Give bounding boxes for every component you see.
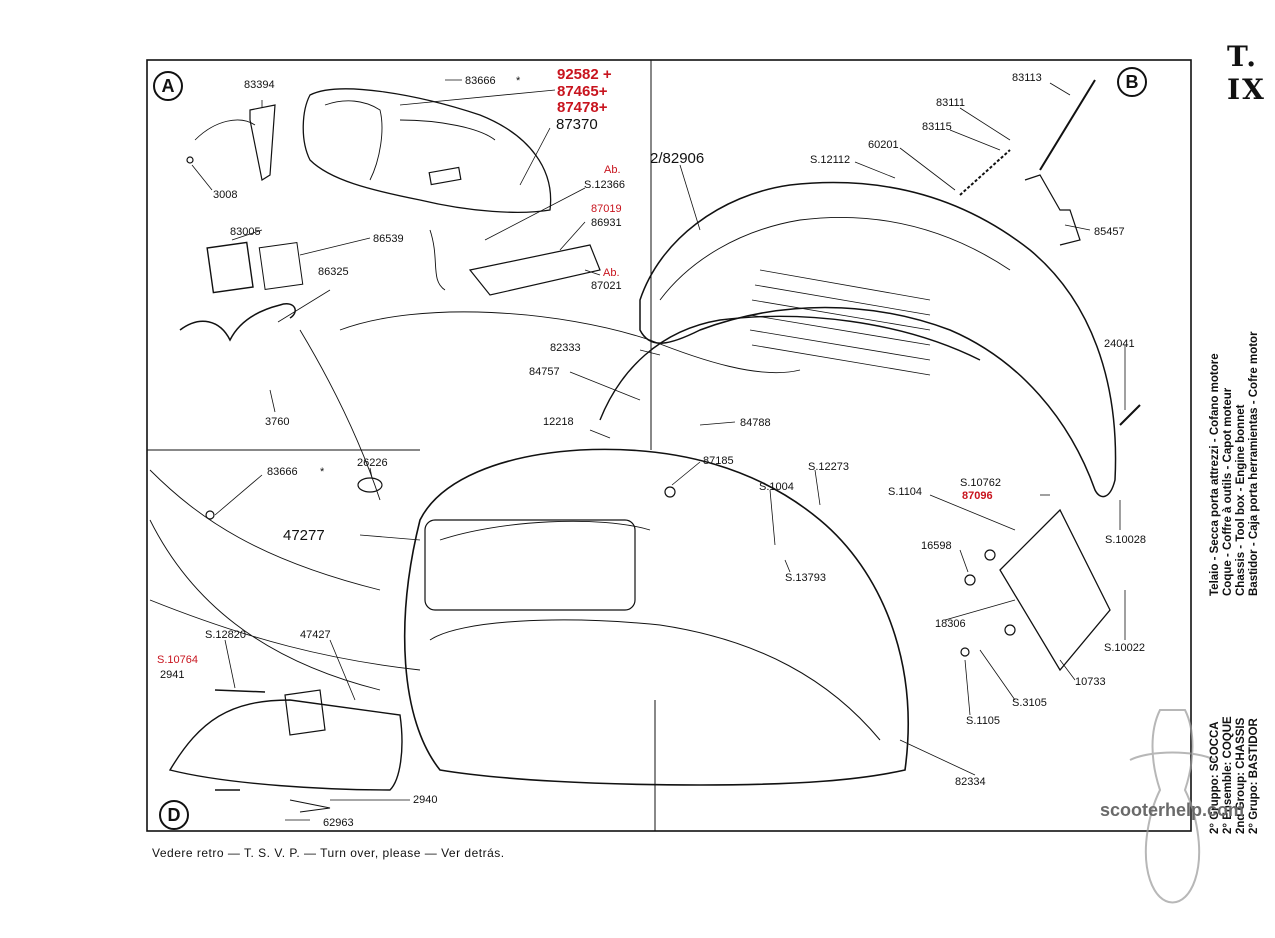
- spring: [959, 149, 1011, 196]
- group-label: 2° Ensemble:: [1222, 761, 1234, 834]
- part-note-star: *: [320, 466, 325, 478]
- section-a-marker: A: [153, 71, 183, 101]
- inner-cover: [468, 244, 601, 296]
- part-label: 83111: [936, 97, 965, 109]
- part-label-red: Ab.: [604, 164, 621, 176]
- description-line: Bastidor - Caja porta herramientas - Cof…: [1248, 331, 1260, 596]
- watermark-scooter-icon: [1129, 709, 1216, 904]
- part-label: S.12112: [810, 154, 851, 166]
- description-line: Coque - Coffre à outils - Capot moteur: [1222, 387, 1234, 596]
- toolbox-body: [403, 448, 909, 786]
- part-label: S.10028: [1105, 534, 1146, 546]
- group-name: SCOCCA: [1209, 721, 1221, 772]
- section-d-marker: D: [159, 800, 189, 830]
- part-label: 3760: [265, 416, 290, 428]
- part-note-star: *: [516, 75, 521, 87]
- part-label: 87021: [591, 280, 622, 292]
- bonnet-rod: [1039, 79, 1096, 171]
- group-name: CHASSIS: [1235, 717, 1247, 769]
- part-label-red: 87096: [962, 490, 993, 502]
- license-plate: [999, 508, 1111, 672]
- part-label-red: 92582 +: [557, 66, 612, 83]
- group-line: 2° Grupo: BASTIDOR: [1248, 716, 1261, 834]
- part-label: 16598: [921, 540, 952, 552]
- part-label: 10733: [1075, 676, 1106, 688]
- group-label: 2° Grupo:: [1248, 781, 1260, 834]
- part-label: 82334: [955, 776, 986, 788]
- part-label: 62963: [323, 817, 354, 829]
- part-label: 47427: [300, 629, 331, 641]
- part-label: S.13793: [785, 572, 826, 584]
- toolbox-opening: [424, 519, 636, 611]
- part-label-red: 87478+: [557, 99, 608, 116]
- part-label: S.1104: [888, 486, 923, 498]
- diagram-frame: [146, 59, 1192, 832]
- part-label: 86931: [591, 217, 622, 229]
- part-label: 83394: [244, 79, 275, 91]
- seal-strip: [599, 315, 981, 421]
- description-line: Chassis - Tool box - Engine bonnet: [1235, 404, 1247, 596]
- part-label: 83115: [922, 121, 952, 133]
- part-label-red: 87465+: [557, 83, 608, 100]
- part-label: S.12366: [584, 179, 625, 191]
- body-outline: [149, 311, 801, 691]
- part-label-red: Ab.: [603, 267, 620, 279]
- part-label: 83666: [267, 466, 298, 478]
- part-label: 82333: [550, 342, 581, 354]
- part-label-red: S.10764: [157, 654, 198, 666]
- group-name: BASTIDOR: [1248, 718, 1260, 779]
- part-label: 83113: [1012, 72, 1042, 84]
- group-name: COQUE: [1222, 716, 1234, 759]
- part-label: 84788: [740, 417, 771, 429]
- plate-number: T. IX: [1227, 40, 1266, 106]
- part-label: 24041: [1104, 338, 1135, 350]
- description-line: Telaio - Secca porta attrezzi - Cofano m…: [1209, 353, 1221, 596]
- part-label: 2941: [160, 669, 185, 681]
- part-label: 2940: [413, 794, 438, 806]
- engine-bonnet: [639, 181, 1117, 498]
- part-label: 2/82906: [650, 150, 705, 167]
- part-label: 26226: [357, 457, 388, 469]
- part-label: S.10022: [1104, 642, 1145, 654]
- part-label: S.12820: [205, 629, 246, 641]
- part-label: 84757: [529, 366, 560, 378]
- toolbox-cover: [302, 88, 552, 213]
- part-label: 3008: [213, 189, 238, 201]
- part-label: S.10762: [960, 477, 1001, 489]
- part-label: 12218: [543, 416, 574, 428]
- vespa-script: [179, 303, 296, 342]
- part-label: S.1004: [759, 481, 794, 493]
- part-label: 86325: [318, 266, 349, 278]
- part-label: 87185: [703, 455, 734, 467]
- part-label: 83005: [230, 226, 261, 238]
- clip: [1024, 174, 1081, 246]
- hinge-bracket: [249, 104, 276, 181]
- part-label: 60201: [868, 139, 899, 151]
- tray: [168, 699, 403, 791]
- part-label: 47277: [283, 527, 325, 544]
- part-label: S.3105: [1012, 697, 1047, 709]
- part-label: 85457: [1094, 226, 1125, 238]
- part-label: 86539: [373, 233, 404, 245]
- part-label: 87370: [556, 116, 598, 133]
- part-label: 83666: [465, 75, 496, 87]
- emblem-plate: [206, 241, 254, 294]
- part-label: S.1105: [966, 715, 1001, 727]
- part-label: 18306: [935, 618, 966, 630]
- section-descriptions: Telaio - Secca porta attrezzi - Cofano m…: [1209, 331, 1261, 596]
- part-label-red: 87019: [591, 203, 622, 215]
- turn-over-note: Vedere retro — T. S. V. P. — Turn over, …: [152, 846, 505, 860]
- watermark-text: scooterhelp.com: [1100, 800, 1245, 820]
- part-label: S.12273: [808, 461, 849, 473]
- section-b-marker: B: [1117, 67, 1147, 97]
